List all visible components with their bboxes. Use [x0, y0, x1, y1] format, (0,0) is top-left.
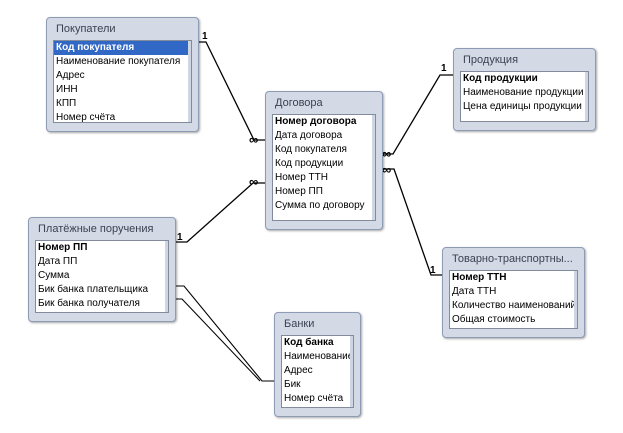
table-title[interactable]: Банки [284, 318, 315, 330]
table-field[interactable]: Номер счёта [56, 112, 116, 123]
table-field[interactable]: Цена единицы продукции [463, 101, 582, 112]
relationship-produktsiya-dogovora[interactable]: 1 ∞ [380, 63, 453, 161]
table-field[interactable]: Наименование покупателя [56, 56, 181, 67]
table-field[interactable]: Сумма [38, 270, 70, 281]
list-scrollbar[interactable] [188, 41, 191, 122]
table-field[interactable]: ИНН [56, 84, 78, 95]
table-field[interactable]: Наименование [284, 351, 353, 362]
primary-key-field[interactable]: Номер ПП [38, 242, 88, 253]
table-field[interactable]: Количество наименований [452, 300, 577, 311]
many-marker: ∞ [249, 132, 258, 147]
primary-key-field[interactable]: Код покупателя [54, 41, 191, 55]
primary-key-field[interactable]: Код продукции [463, 73, 538, 84]
table-field[interactable]: Адрес [56, 70, 85, 81]
table-title[interactable]: Товарно-транспортны... [452, 253, 573, 265]
many-marker: ∞ [249, 174, 258, 189]
table-field[interactable]: Номер ПП [275, 186, 323, 197]
list-scrollbar[interactable] [165, 241, 168, 312]
table-field[interactable]: Сумма по договору [275, 200, 365, 211]
list-scrollbar[interactable] [372, 115, 375, 220]
relationship-pokupateli-dogovora[interactable]: 1 ∞ [197, 31, 265, 147]
primary-key-field[interactable]: Код банка [284, 337, 334, 348]
table-field[interactable]: Наименование продукции [463, 87, 584, 98]
table-platezhnye-porucheniya[interactable]: Платёжные поручения Номер ПП Дата ПП Сумма… [28, 217, 176, 322]
table-field[interactable]: Дата ПП [38, 256, 78, 267]
table-field[interactable]: Номер ТТН [275, 172, 328, 183]
one-marker: 1 [177, 232, 183, 243]
table-title[interactable]: Покупатели [56, 23, 116, 35]
table-field[interactable]: Общая стоимость [452, 314, 536, 325]
table-field[interactable]: Бик банка плательщика [38, 284, 149, 295]
list-scrollbar[interactable] [350, 336, 353, 407]
primary-key-field[interactable]: Номер ТТН [452, 272, 507, 283]
table-field[interactable]: Бик [284, 379, 301, 390]
table-field[interactable]: Бик банка получателя [38, 298, 140, 309]
primary-key-field[interactable]: Номер договора [275, 116, 357, 127]
table-title[interactable]: Платёжные поручения [38, 223, 154, 235]
list-scrollbar[interactable] [585, 72, 588, 121]
table-field[interactable]: Дата договора [275, 130, 343, 141]
table-field[interactable]: Дата ТТН [452, 286, 497, 297]
table-tovarno-transportnye[interactable]: Товарно-транспортны... Номер ТТН Дата ТТН… [442, 247, 585, 338]
table-field[interactable]: КПП [56, 98, 77, 109]
one-marker: 1 [430, 265, 436, 276]
table-field[interactable]: Номер счёта [284, 393, 344, 404]
table-field[interactable]: Код продукции [275, 158, 344, 169]
list-scrollbar[interactable] [574, 271, 577, 328]
relationship-platezhnye-dogovora[interactable]: 1 ∞ [174, 174, 265, 243]
many-marker: ∞ [382, 146, 391, 161]
field-list[interactable]: Номер ТТН Дата ТТН Количество наименований… [449, 270, 578, 329]
one-marker: 1 [202, 31, 208, 42]
relationship-platezhnye-banki[interactable] [174, 285, 274, 382]
table-title[interactable]: Договора [275, 97, 323, 109]
table-title[interactable]: Продукция [463, 54, 519, 66]
table-field[interactable]: Адрес [284, 365, 313, 376]
table-field[interactable]: Код покупателя [275, 144, 347, 155]
many-marker: ∞ [382, 162, 391, 177]
one-marker: 1 [441, 63, 447, 74]
relationship-tovarno-dogovora[interactable]: 1 ∞ [380, 162, 442, 276]
